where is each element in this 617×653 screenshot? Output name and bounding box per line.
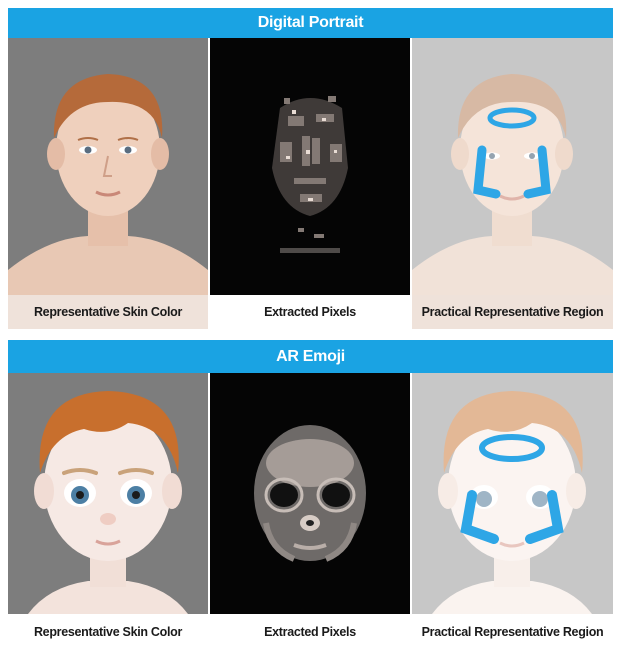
portrait-photo-icon [8,38,208,295]
emoji-region-overlay-panel [412,373,613,614]
section-title-ar-emoji: AR Emoji [8,340,613,373]
region-overlay-panel [412,38,613,295]
extracted-pixel-map-icon [210,38,410,295]
section-title-digital-portrait: Digital Portrait [8,8,613,38]
emoji-extracted-pixel-map-icon [210,373,410,614]
caption-practical-representative-region: Practical Representative Region [412,295,613,329]
emoji-extracted-pixels-panel [210,373,410,614]
figure: Digital Portrait [8,8,613,649]
caption-emoji-extracted-pixels: Extracted Pixels [210,614,410,649]
region-overlay-icon [412,38,613,295]
caption-representative-skin-color: Representative Skin Color [8,295,208,329]
emoji-avatar-icon [8,373,208,614]
extracted-pixels-panel [210,38,410,295]
caption-emoji-representative-skin-color: Representative Skin Color [8,614,208,649]
portrait-photo-panel [8,38,208,295]
caption-extracted-pixels: Extracted Pixels [210,295,410,329]
emoji-avatar-panel [8,373,208,614]
caption-emoji-practical-representative-region: Practical Representative Region [412,614,613,649]
emoji-region-overlay-icon [412,373,613,614]
